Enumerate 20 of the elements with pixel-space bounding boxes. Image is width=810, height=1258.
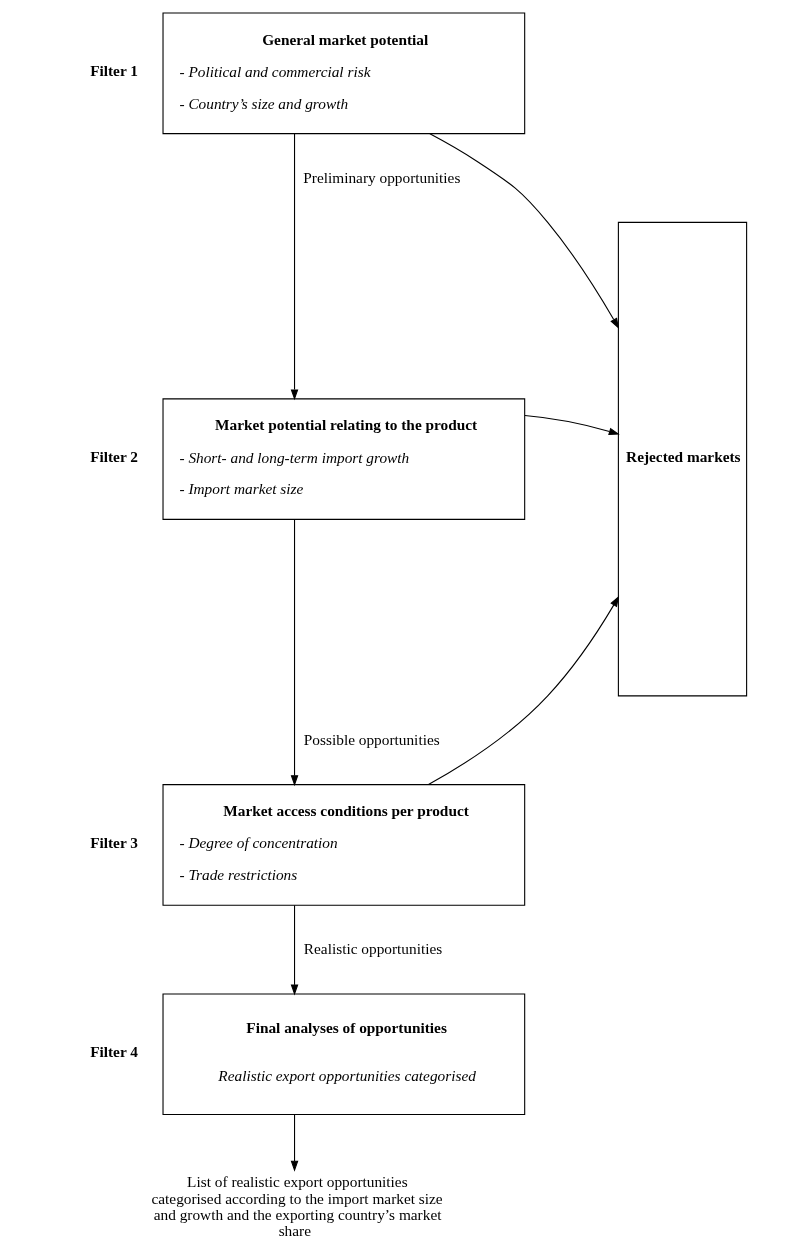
node-box: Rejected markets bbox=[617, 221, 747, 697]
node-box: Market access conditions per product - Degree of concentration - Trade restrictions bbox=[161, 784, 525, 906]
edge-label: Preliminary opportunities bbox=[302, 168, 460, 186]
arrow bbox=[427, 595, 619, 786]
arrow bbox=[428, 133, 619, 329]
node-box: Final analyses of opportunities Realistic export opportunities categorised bbox=[161, 993, 525, 1116]
arrow bbox=[290, 1114, 298, 1172]
node-box: Market potential relating to the product - Short- and long-term import growth - Import market size bbox=[161, 398, 525, 520]
node-label: Filter 2 bbox=[89, 448, 138, 466]
edge-label: Possible opportunities bbox=[303, 730, 440, 748]
node-label: Filter 4 bbox=[89, 1043, 138, 1061]
edge-label: Realistic opportunities bbox=[303, 940, 442, 958]
node-label: Filter 3 bbox=[89, 833, 138, 851]
arrow bbox=[290, 133, 298, 401]
arrow bbox=[523, 414, 620, 436]
arrow bbox=[290, 519, 298, 787]
node-label: Filter 1 bbox=[89, 62, 138, 80]
node-text: List of realistic export opportunities categorised according to the import market size and growth and the exporting country’s market share bbox=[151, 1173, 443, 1240]
node-box: General market potential - Political and commercial risk - Country’s size and growth bbox=[161, 12, 525, 135]
arrow bbox=[290, 904, 298, 996]
